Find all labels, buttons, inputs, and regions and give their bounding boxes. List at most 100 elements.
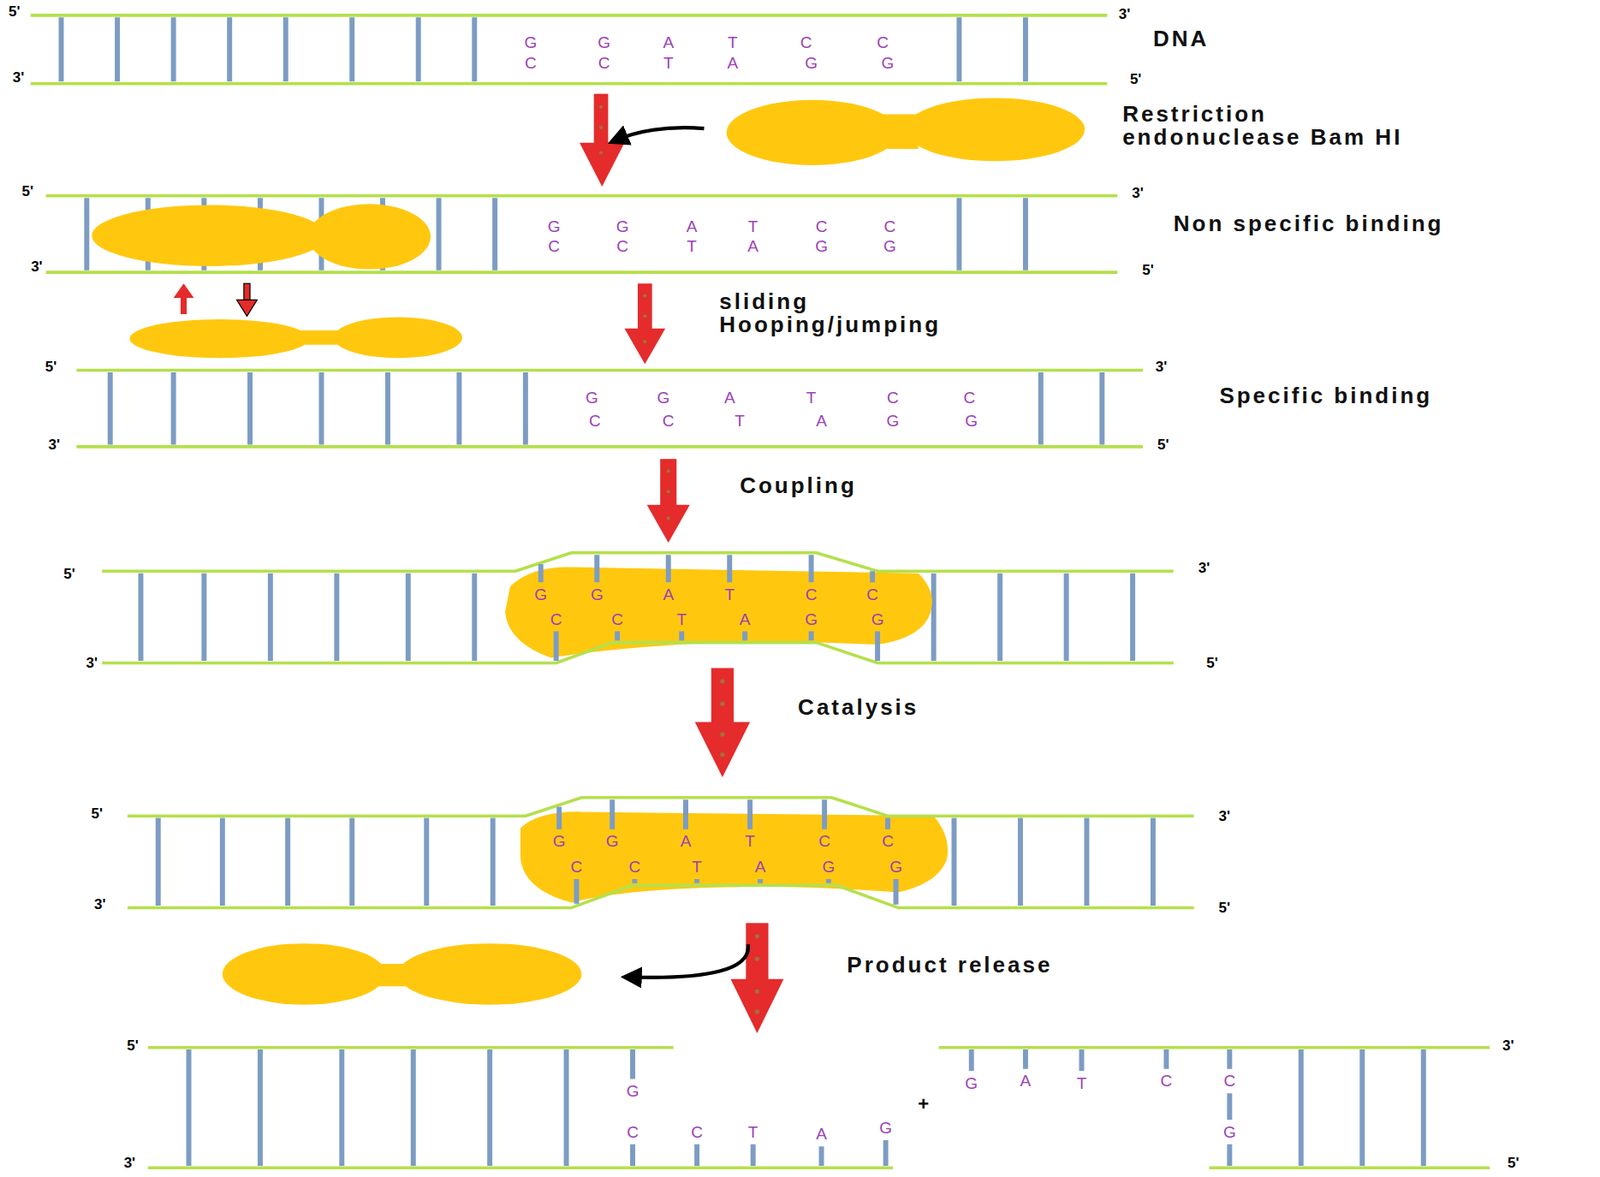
enzyme-lobe [222, 943, 387, 1005]
base-letter: G [626, 1082, 640, 1101]
base-letter: G [616, 217, 630, 236]
strand-end-label: 5' [1206, 654, 1219, 672]
dna-strand [30, 15, 1108, 84]
strand-end-label: 3' [86, 654, 99, 672]
enzyme-lobe [904, 97, 1085, 161]
step-label: Restriction endonuclease Bam HI [1122, 102, 1414, 149]
base-stubs [541, 554, 1231, 1166]
base-letter: G [871, 610, 885, 629]
strand-end-label: 5' [1157, 436, 1170, 453]
base-letter: G [553, 832, 566, 851]
base-letter: A [680, 832, 692, 851]
base-letter: G [814, 237, 828, 256]
enzyme-waist [296, 330, 348, 345]
base-letter: C [815, 217, 828, 236]
base-letter: G [523, 34, 537, 53]
step-label: Specific binding [1219, 383, 1433, 409]
step-label: Coupling [739, 473, 857, 499]
strand-end-label: 3' [1219, 808, 1232, 825]
stubs [559, 799, 896, 905]
bound-enzyme [520, 811, 948, 903]
strand-end-label: 3' [94, 897, 107, 914]
base-letter: A [1020, 1072, 1032, 1091]
step-label: DNA [1153, 26, 1209, 52]
dna-strand [101, 553, 1174, 572]
base-letter: T [1076, 1074, 1088, 1093]
base-letter: G [1223, 1124, 1237, 1143]
base-letter: C [550, 610, 563, 629]
enzyme-lobe [91, 204, 327, 266]
base-letter: A [747, 237, 759, 256]
enzyme-lobe [129, 319, 310, 358]
base-letter: G [886, 412, 900, 431]
base-letter: G [590, 585, 604, 604]
rungs [189, 1049, 1424, 1166]
strand-end-label: 3' [1118, 5, 1131, 23]
dna-strands [30, 15, 1491, 1168]
base-letter: C [547, 237, 560, 256]
bound-enzyme [505, 566, 933, 658]
base-letter: A [726, 53, 738, 72]
strand-end-label: 5' [1219, 900, 1232, 917]
strand-end-label: 5' [45, 359, 58, 376]
base-letter: C [598, 53, 611, 72]
base-letter: T [734, 412, 745, 431]
base-letter: C [963, 388, 976, 407]
step-label: sliding Hooping/jumping [719, 290, 1011, 337]
base-letter: C [611, 610, 624, 629]
strand-end-label: 3' [1155, 359, 1168, 376]
base-letter: A [724, 388, 736, 407]
strand-end-label: 5' [1142, 262, 1154, 280]
enzyme-lobe [398, 943, 583, 1005]
strand-end-label: 5' [63, 566, 76, 583]
base-letter: T [748, 1124, 759, 1143]
rungs [61, 17, 1026, 82]
base-letter: C [616, 237, 629, 256]
base-letter: A [739, 610, 751, 629]
stubs [541, 554, 878, 661]
dna-strand [127, 885, 1195, 908]
dna-strand [127, 797, 1195, 816]
base-letter: G [879, 1119, 893, 1138]
strand-end-label: 5' [1130, 71, 1143, 89]
base-letter: C [1223, 1072, 1236, 1091]
base-letter: T [691, 858, 702, 877]
base-letter: C [662, 412, 675, 431]
base-letter: T [727, 34, 738, 53]
base-letter: C [690, 1124, 703, 1143]
base-letter: G [821, 858, 835, 877]
strand-end-label: 3' [30, 259, 43, 276]
base-letter: C [588, 412, 601, 431]
arrow-dots [599, 105, 760, 1015]
strand-end-label: 3' [1198, 560, 1211, 577]
base-letter: G [889, 858, 903, 877]
base-letter: G [881, 53, 895, 72]
rungs [110, 372, 1103, 446]
base-letter: C [524, 53, 537, 72]
dna-strand [101, 642, 1174, 664]
strand-end-label: 5' [8, 4, 21, 21]
base-letter: T [724, 585, 735, 604]
base-letter: G [606, 832, 619, 851]
enzyme-waist [296, 226, 338, 250]
base-letter: T [806, 388, 817, 407]
base-letter: C [800, 34, 813, 53]
rungs [86, 197, 1026, 271]
base-letter: A [755, 858, 767, 877]
base-letter: G [964, 412, 978, 431]
base-letter: C [1160, 1072, 1173, 1091]
curved-arrow [614, 127, 705, 141]
step-label: Non specific binding [1173, 211, 1445, 237]
base-letter: C [876, 34, 889, 53]
base-letter: C [571, 858, 583, 877]
dna-strand [76, 370, 1143, 447]
enzyme-waist [877, 113, 919, 149]
base-letter: C [884, 217, 897, 236]
base-letter: A [686, 217, 698, 236]
base-letter: T [748, 217, 759, 236]
strand-end-label: 3' [1502, 1037, 1515, 1054]
base-letter: G [585, 388, 599, 407]
step-label: Catalysis [797, 695, 919, 720]
base-letter: C [629, 858, 642, 877]
